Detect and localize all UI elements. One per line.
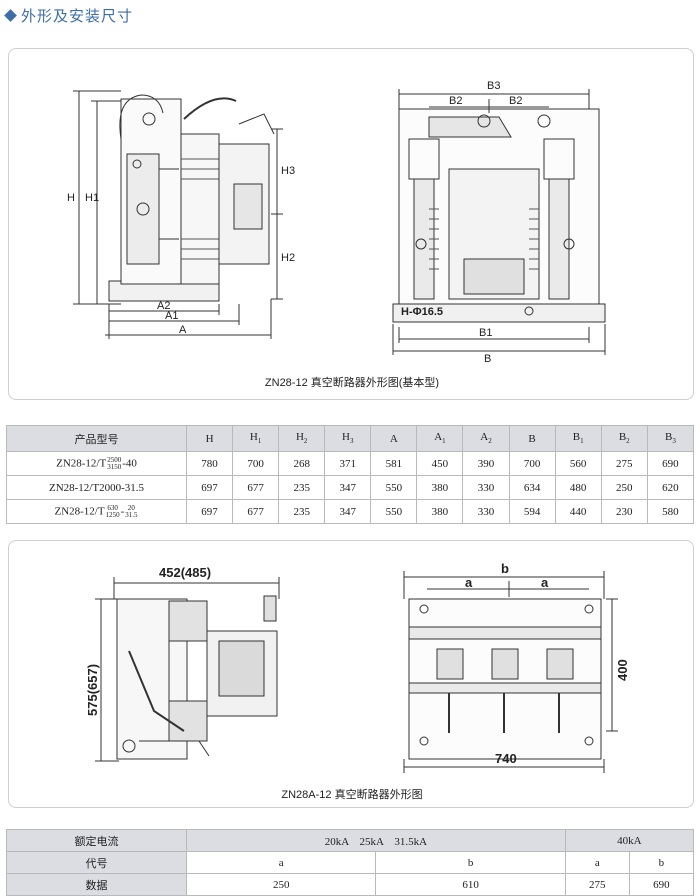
dim-H3: H3 [281,165,295,177]
rated-current-group2: 40kA [564,829,695,852]
table-header-row: 产品型号 H H1 H2 H3 A A1 A2 B B1 B2 B3 [6,425,695,452]
table-row: 代号 a b a b [6,851,695,874]
dim-B3: B3 [487,80,500,92]
value-cell: 480 [554,475,602,500]
diamond-bullet-icon [4,8,17,22]
dim-side-height: 575(657) [85,664,100,716]
dim-H: H [67,192,75,204]
value-cell: 581 [370,451,418,476]
data-cell: 690 [628,873,695,896]
dim-b: b [501,561,509,576]
dimension-table-a-type: 额定电流 20kA 25kA 31.5kA 40kA 代号 a b a b 数据… [6,829,695,896]
dim-740: 740 [495,751,517,766]
header-model: 产品型号 [6,425,187,452]
data-cell: 275 [564,873,630,896]
dimension-table-basic: 产品型号 H H1 H2 H3 A A1 A2 B B1 B2 B3 ZN28-… [6,425,695,524]
value-cell: 250 [600,475,648,500]
value-cell: 390 [462,451,510,476]
code-cell: b [375,851,566,874]
table-row: 额定电流 20kA 25kA 31.5kA 40kA [6,829,695,852]
header-A: A [370,425,418,452]
value-cell: 677 [232,475,280,500]
figure2-caption: ZN28A-12 真空断路器外形图 [281,789,423,801]
dim-400: 400 [615,659,630,681]
figure-panel-a-type: 452(485) 575(657) b a a 400 740 ZN28A-12… [8,540,694,808]
rated-current-label: 额定电流 [6,829,187,852]
value-cell: 550 [370,499,418,524]
value-cell: 380 [416,475,464,500]
value-cell: 450 [416,451,464,476]
code-cell: b [628,851,695,874]
drawing-zn28a: 452(485) 575(657) b a a 400 740 [85,561,630,773]
code-label: 代号 [6,851,187,874]
header-B1: B1 [554,425,602,452]
drawing-zn28: H H1 H3 H2 A2 A1 A B3 B2 B2 B1 B H-Φ16.5 [67,80,606,365]
dim-H1: H1 [85,192,99,204]
value-cell: 275 [600,451,648,476]
header-A2: A2 [462,425,510,452]
section-title: 外形及安装尺寸 [21,6,134,25]
data-label: 数据 [6,873,187,896]
value-cell: 634 [508,475,556,500]
dim-A2: A2 [157,300,170,312]
code-cell: a [564,851,630,874]
header-B2: B2 [600,425,648,452]
figure1-caption: ZN28-12 真空断路器外形图(基本型) [264,377,440,389]
header-B3: B3 [646,425,695,452]
dim-A1: A1 [165,310,178,322]
value-cell: 690 [646,451,695,476]
dim-B: B [484,353,491,365]
value-cell: 230 [600,499,648,524]
value-cell: 780 [185,451,234,476]
code-cell: a [185,851,377,874]
section-header: 外形及安装尺寸 [4,4,134,26]
value-cell: 550 [370,475,418,500]
rated-current-group1: 20kA 25kA 31.5kA [186,829,566,852]
dim-A: A [179,324,187,336]
header-H3: H3 [324,425,372,452]
value-cell: 330 [462,499,510,524]
value-cell: 330 [462,475,510,500]
value-cell: 594 [508,499,556,524]
dim-B2-right: B2 [509,95,522,107]
value-cell: 700 [508,451,556,476]
data-cell: 610 [375,873,566,896]
value-cell: 371 [324,451,372,476]
dim-hole: H-Φ16.5 [401,306,443,318]
value-cell: 440 [554,499,602,524]
dim-top-width: 452(485) [159,565,211,580]
value-cell: 697 [185,475,234,500]
dim-H2: H2 [281,252,295,264]
value-cell: 700 [232,451,280,476]
header-B: B [508,425,556,452]
value-cell: 268 [278,451,326,476]
dim-a-left: a [465,575,473,590]
value-cell: 697 [185,499,234,524]
table-row: ZN28-12/T2000-31.5 697 677 235 347 550 3… [6,475,695,500]
value-cell: 560 [554,451,602,476]
header-H1: H1 [232,425,280,452]
dim-B1: B1 [479,327,492,339]
value-cell: 677 [232,499,280,524]
value-cell: 347 [324,475,372,500]
dim-a-right: a [541,575,549,590]
dim-B2-left: B2 [449,95,462,107]
value-cell: 235 [278,475,326,500]
value-cell: 235 [278,499,326,524]
value-cell: 347 [324,499,372,524]
figure-panel-basic: H H1 H3 H2 A2 A1 A B3 B2 B2 B1 B H-Φ16.5… [8,48,694,400]
model-cell: ZN28-12/T2000-31.5 [6,475,187,500]
table-row: 数据 250 610 275 690 [6,873,695,896]
header-H: H [185,425,234,452]
header-A1: A1 [416,425,464,452]
value-cell: 380 [416,499,464,524]
data-cell: 250 [185,873,377,896]
value-cell: 580 [646,499,695,524]
header-H2: H2 [278,425,326,452]
value-cell: 620 [646,475,695,500]
